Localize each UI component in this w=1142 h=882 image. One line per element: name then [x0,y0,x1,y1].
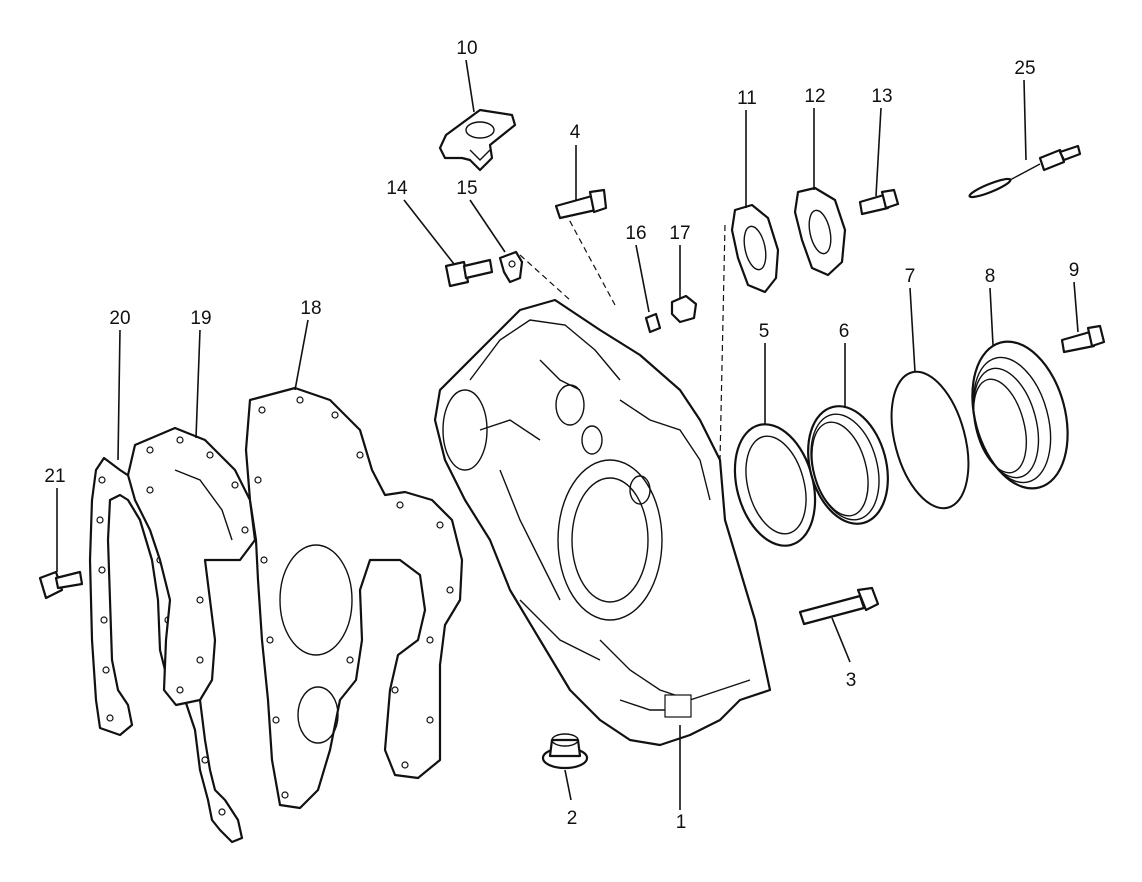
callout-8: 8 [985,266,996,287]
bolt-14 [444,258,494,288]
callout-4: 4 [570,122,581,143]
seal-6 [807,405,889,525]
bolt-21 [38,570,84,600]
o-ring-7 [890,370,970,510]
callout-11: 11 [737,88,757,109]
bolt-13 [858,188,900,216]
callout-17: 17 [669,223,690,244]
cover-plate-12 [793,186,847,277]
gasket-18 [244,386,464,810]
callout-19: 19 [190,308,211,329]
callout-labels: 1 2 3 4 5 6 7 8 9 10 11 12 13 14 15 16 1… [44,38,1079,833]
bracket-10 [438,108,517,172]
cover-8 [971,340,1069,490]
callout-12: 12 [804,86,825,107]
bolt-9 [1060,324,1106,354]
callout-5: 5 [759,321,770,342]
plug-2 [541,733,589,770]
callout-14: 14 [386,178,408,199]
callout-10: 10 [456,38,477,59]
gasket-19 [126,426,257,707]
clip-15 [498,250,524,284]
callout-15: 15 [456,178,477,199]
callout-18: 18 [300,298,321,319]
gasket-11 [730,203,780,294]
front-housing-1 [433,298,772,747]
callout-3: 3 [846,670,857,691]
callout-7: 7 [905,266,916,287]
callout-20: 20 [109,308,130,329]
bolt-4 [554,188,608,220]
bolt-3 [798,586,880,626]
callout-1: 1 [676,812,687,833]
nut-17 [670,294,698,324]
callout-9: 9 [1069,260,1080,281]
callout-2: 2 [567,808,578,829]
callout-6: 6 [839,321,850,342]
callout-16: 16 [625,223,646,244]
callout-25: 25 [1014,58,1035,79]
assembly-guides [519,211,726,461]
pin-16 [644,312,662,334]
sensor-25 [968,144,1082,199]
callout-13: 13 [871,86,892,107]
callout-21: 21 [44,466,65,487]
leader-lines [56,59,1079,810]
